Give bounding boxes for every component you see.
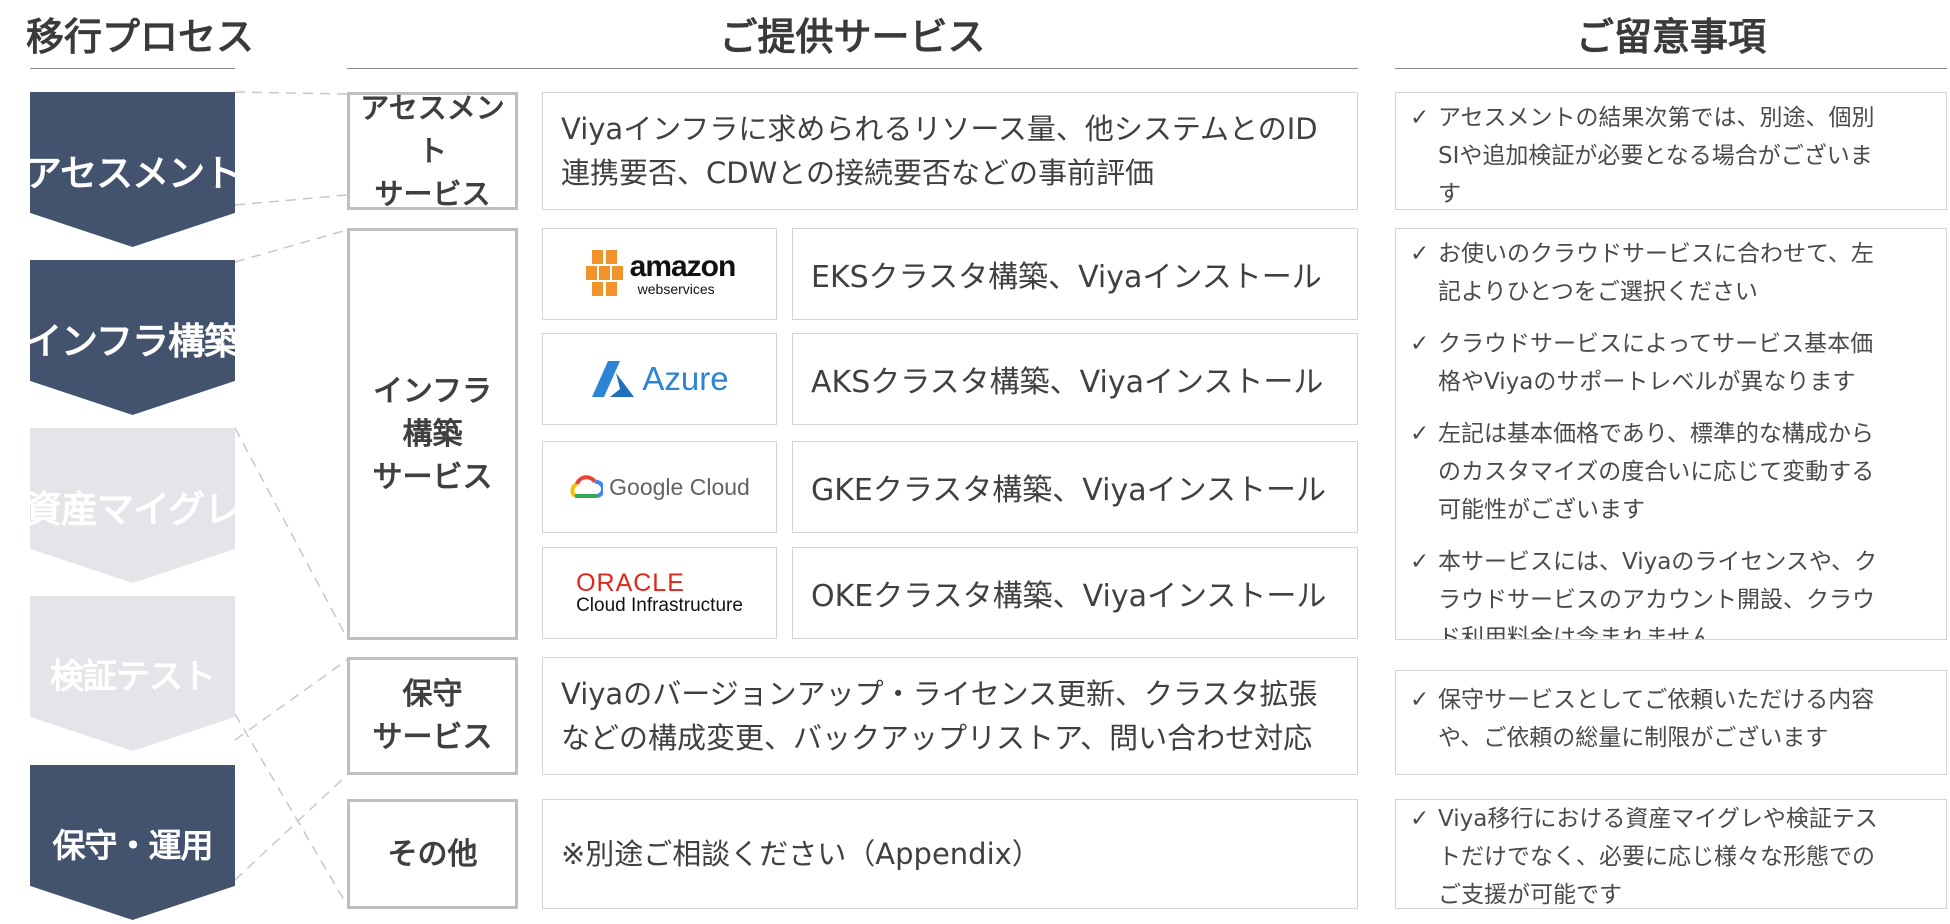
aws-logo-text: amazon [629, 250, 737, 283]
other-desc: ※別途ご相談ください（Appendix） [561, 837, 1041, 871]
aws-service-description: EKSクラスタ構築、Viyaインストール [792, 228, 1358, 320]
azure-logo-text: Azure [642, 360, 729, 397]
check-icon: ✓ [1410, 687, 1430, 713]
note-item: ✓ お使いのクラウドサービスに合わせて、左記よりひとつをご選択ください [1410, 235, 1922, 311]
infra-service-name-line3: サービス [372, 459, 493, 495]
note-item: ✓ 保守サービスとしてご依頼いただける内容や、ご依頼の総量に制限がございます [1410, 681, 1922, 757]
azure-icon [592, 361, 635, 397]
note-text: Viya移行における資産マイグレや検証テストだけでなく、必要に応じ様々な形態での… [1438, 800, 1922, 908]
check-icon: ✓ [1410, 105, 1430, 131]
check-icon: ✓ [1410, 806, 1430, 832]
note-text: 本サービスには、Viyaのライセンスや、クラウドサービスのアカウント開設、クラウ… [1438, 543, 1922, 640]
infra-service-name-line1: インフラ [372, 373, 493, 409]
note-item: ✓ 本サービスには、Viyaのライセンスや、クラウドサービスのアカウント開設、クラ… [1410, 543, 1922, 640]
note-item: ✓ Viya移行における資産マイグレや検証テストだけでなく、必要に応じ様々な形態で… [1410, 800, 1922, 908]
google-cloud-icon [570, 475, 604, 498]
assessment-service-name-line1: アセスメント [360, 90, 505, 168]
other-service-description: ※別途ご相談ください（Appendix） [542, 799, 1358, 909]
maintenance-service-name-line1: 保守 [402, 677, 463, 712]
check-icon: ✓ [1410, 549, 1430, 575]
note-text: 左記は基本価格であり、標準的な構成からのカスタマイズの度合いに応じて変動する可能… [1438, 415, 1922, 529]
note-line: 可能性がございます [1438, 497, 1645, 523]
maintenance-service-description: Viyaのバージョンアップ・ライセンス更新、クラスタ拡張 などの構成変更、バック… [542, 657, 1358, 775]
process-step-assessment: アセスメント [30, 92, 235, 247]
process-header: 移行プロセス [25, 15, 254, 59]
services-header: ご提供サービス [719, 15, 986, 59]
infra-service-label: インフラ 構築 サービス [347, 228, 518, 640]
oracle-service-description: OKEクラスタ構築、Viyaインストール [792, 547, 1358, 639]
google-cloud-logo: Google Cloud [542, 441, 777, 533]
note-item: ✓ 左記は基本価格であり、標準的な構成からのカスタマイズの度合いに応じて変動する可… [1410, 415, 1922, 529]
process-step-maintenance: 保守・運用 [30, 765, 235, 920]
note-line: す [1438, 181, 1461, 207]
note-line: 本サービスには、Viyaのライセンスや、ク [1438, 549, 1878, 575]
note-line: ド利用料金は含まれません [1438, 625, 1714, 640]
note-text: クラウドサービスによってサービス基本価格やViyaのサポートレベルが異なります [1438, 325, 1922, 401]
aws-cubes-icon [585, 250, 623, 296]
note-text: アセスメントの結果次第では、別途、個別 SIや追加検証が必要となる場合がございます [1438, 99, 1922, 209]
note-line: お使いのクラウドサービスに合わせて、左 [1438, 241, 1874, 267]
check-icon: ✓ [1410, 421, 1430, 447]
note-line: のカスタマイズの度合いに応じて変動する [1438, 459, 1875, 485]
aws-logo-subtext: webservices [637, 281, 715, 297]
note-line: SIや追加検証が必要となる場合がございま [1438, 143, 1873, 169]
note-line: 左記は基本価格であり、標準的な構成から [1438, 421, 1874, 447]
google-cloud-service-description: GKEクラスタ構築、Viyaインストール [792, 441, 1358, 533]
notes-header: ご留意事項 [1575, 15, 1766, 59]
note-line: Viya移行における資産マイグレや検証テス [1438, 806, 1878, 832]
maintenance-notes: ✓ 保守サービスとしてご依頼いただける内容や、ご依頼の総量に制限がございます [1395, 670, 1947, 775]
notes-header-rule [1395, 68, 1947, 69]
check-icon: ✓ [1410, 241, 1430, 267]
assessment-notes: ✓ アセスメントの結果次第では、別途、個別 SIや追加検証が必要となる場合がございま… [1395, 92, 1947, 210]
process-step-verification: 検証テスト [30, 596, 235, 751]
note-line: 記よりひとつをご選択ください [1438, 279, 1758, 305]
process-header-rule [30, 68, 235, 69]
assessment-service-label: アセスメント サービス [347, 91, 518, 211]
other-notes: ✓ Viya移行における資産マイグレや検証テストだけでなく、必要に応じ様々な形態で… [1395, 799, 1947, 909]
process-step-migration: 資産マイグレ [30, 428, 235, 583]
assessment-desc-line2: 連携要否、CDWとの接続要否などの事前評価 [561, 156, 1154, 190]
azure-service-description: AKSクラスタ構築、Viyaインストール [792, 333, 1358, 425]
assessment-service-description: Viyaインフラに求められるリソース量、他システムとのID 連携要否、CDWとの… [542, 92, 1358, 210]
process-step-infra: インフラ構築 [30, 260, 235, 415]
maintenance-desc-line2: などの構成変更、バックアップリストア、問い合わせ対応 [561, 721, 1313, 755]
azure-logo: Azure [542, 333, 777, 425]
note-item: ✓ アセスメントの結果次第では、別途、個別 SIや追加検証が必要となる場合がございま… [1410, 99, 1922, 209]
assessment-service-name-line2: サービス [374, 176, 491, 211]
google-cloud-logo-text: Google Cloud [609, 473, 750, 500]
note-line: ご支援が可能です [1438, 882, 1622, 908]
note-line: や、ご依頼の総量に制限がございます [1438, 725, 1829, 751]
note-text: 保守サービスとしてご依頼いただける内容や、ご依頼の総量に制限がございます [1438, 681, 1922, 757]
note-line: 保守サービスとしてご依頼いただける内容 [1438, 687, 1875, 713]
maintenance-desc-line1: Viyaのバージョンアップ・ライセンス更新、クラスタ拡張 [561, 677, 1318, 711]
note-text: お使いのクラウドサービスに合わせて、左記よりひとつをご選択ください [1438, 235, 1922, 311]
oracle-logo: ORACLE Cloud Infrastructure [542, 547, 777, 639]
oracle-logo-subtext: Cloud Infrastructure [576, 595, 743, 617]
note-line: ラウドサービスのアカウント開設、クラウ [1438, 587, 1875, 613]
note-line: トだけでなく、必要に応じ様々な形態での [1438, 844, 1875, 870]
maintenance-service-name-line2: サービス [372, 720, 493, 755]
assessment-desc-line1: Viyaインフラに求められるリソース量、他システムとのID [561, 112, 1318, 146]
aws-logo: amazon webservices [542, 228, 777, 320]
check-icon: ✓ [1410, 331, 1430, 357]
other-service-label: その他 [347, 799, 518, 909]
note-item: ✓ クラウドサービスによってサービス基本価格やViyaのサポートレベルが異なります [1410, 325, 1922, 401]
note-line: クラウドサービスによってサービス基本価 [1438, 331, 1874, 357]
note-line: 格やViyaのサポートレベルが異なります [1438, 369, 1856, 395]
infra-service-name-line2: 構築 [402, 416, 463, 452]
infra-notes: ✓ お使いのクラウドサービスに合わせて、左記よりひとつをご選択ください ✓ クラウドサ… [1395, 228, 1947, 640]
note-line: アセスメントの結果次第では、別途、個別 [1438, 105, 1875, 131]
oracle-logo-text: ORACLE [576, 568, 685, 597]
maintenance-service-label: 保守 サービス [347, 657, 518, 775]
services-header-rule [347, 68, 1358, 69]
